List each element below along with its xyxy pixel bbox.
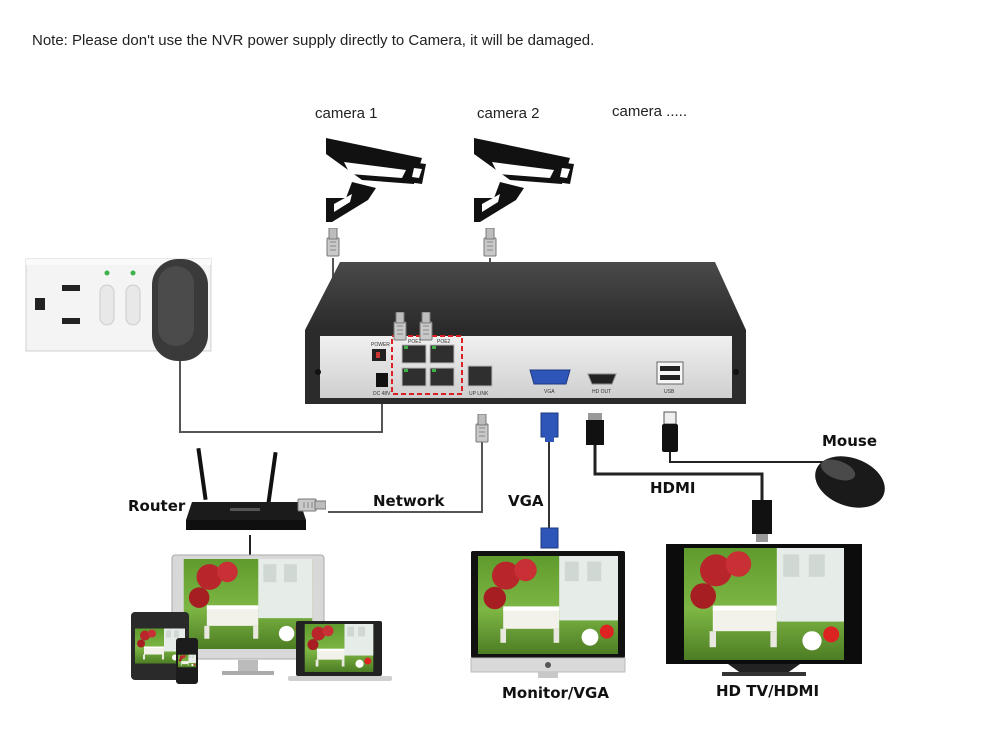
- monitor-label: Monitor/VGA: [502, 684, 609, 702]
- mouse-icon: [815, 456, 885, 508]
- hdmi-connector-top: [586, 413, 604, 445]
- nvr-power-label: POWER: [371, 342, 390, 348]
- router-network-connector: [297, 498, 326, 512]
- camera2-icon: [474, 138, 574, 257]
- nvr-uplink-label: UP LINK: [469, 391, 489, 397]
- hdtv-label: HD TV/HDMI: [716, 682, 820, 700]
- hd-tv: [666, 544, 862, 676]
- vga-monitor: [470, 551, 626, 678]
- device-group: [131, 554, 392, 684]
- nvr-hdout-label: HD OUT: [592, 389, 611, 395]
- camera-more-label: camera .....: [612, 103, 688, 120]
- network-label: Network: [373, 492, 445, 510]
- nvr-poe2-label: POE2: [437, 339, 451, 345]
- hdmi-connector-bottom: [752, 500, 772, 542]
- vga-connector-top: [540, 412, 559, 442]
- router-label: Router: [128, 497, 186, 515]
- usb-connector: [662, 411, 678, 452]
- nvr-dc-label: DC 48V: [373, 391, 391, 397]
- uplink-connector: [475, 414, 489, 443]
- camera1-icon: [326, 138, 426, 257]
- nvr-device: [305, 262, 746, 404]
- camera2-label: camera 2: [477, 105, 540, 122]
- vga-label: VGA: [508, 492, 544, 510]
- nvr-panel-labels: POWER POE1 POE2 UP LINK VGA HD OUT USB D…: [371, 339, 675, 397]
- vga-connector-bottom: [540, 527, 559, 549]
- camera1-label: camera 1: [315, 105, 378, 122]
- nvr-vga-label: VGA: [544, 389, 555, 395]
- mouse-label: Mouse: [822, 432, 878, 450]
- note-text: Note: Please don't use the NVR power sup…: [32, 32, 595, 49]
- power-adapter: [152, 259, 208, 361]
- hdmi-label: HDMI: [650, 479, 696, 497]
- nvr-poe1-label: POE1: [408, 339, 422, 345]
- router-icon: [186, 447, 306, 530]
- nvr-usb-label: USB: [664, 389, 675, 395]
